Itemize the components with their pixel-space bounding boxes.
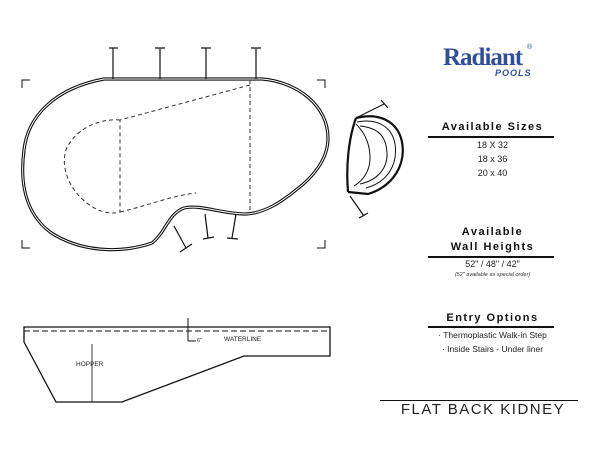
pool-outline [21,77,330,252]
entry-item: · Inside Stairs - Under liner [441,344,544,354]
logo-registered-mark: ® [527,44,533,51]
wall-heights-heading-2: Wall Heights [450,241,535,253]
radiant-pools-logo: Radiant ® POOLS [443,44,543,82]
depth-label: 6" [197,338,203,344]
logo-subtitle: POOLS [495,68,532,78]
page-title: FLAT BACK KIDNEY [400,401,566,418]
kidney-anchors [173,213,239,253]
entry-item: · Thermoplastic Walk-in Step [438,330,547,340]
title-rule [380,400,578,401]
hopper-dashed-outline [63,80,251,214]
wall-heights-heading-1: Available [461,226,524,238]
waterline-label: WATERLINE [224,336,262,343]
size-item: 18 x 36 [477,154,508,164]
logo-wordmark: Radiant [443,44,523,71]
flat-back-anchors [109,47,261,79]
sizes-rule [428,136,554,138]
entry-rule [428,326,554,328]
entry-heading: Entry Options [446,312,539,324]
wall-heights-note: (52" available as special order) [454,272,531,278]
sizes-heading: Available Sizes [441,121,544,133]
wall-heights-values: 52" / 48" / 42" [465,259,520,269]
pool-profile [23,318,331,403]
registration-marks [21,79,326,249]
walk-in-step [346,99,404,219]
wall-heights-rule [428,256,554,258]
size-item: 20 x 40 [477,168,508,178]
size-item: 18 X 32 [476,140,509,150]
hopper-label: HOPPER [76,361,104,368]
